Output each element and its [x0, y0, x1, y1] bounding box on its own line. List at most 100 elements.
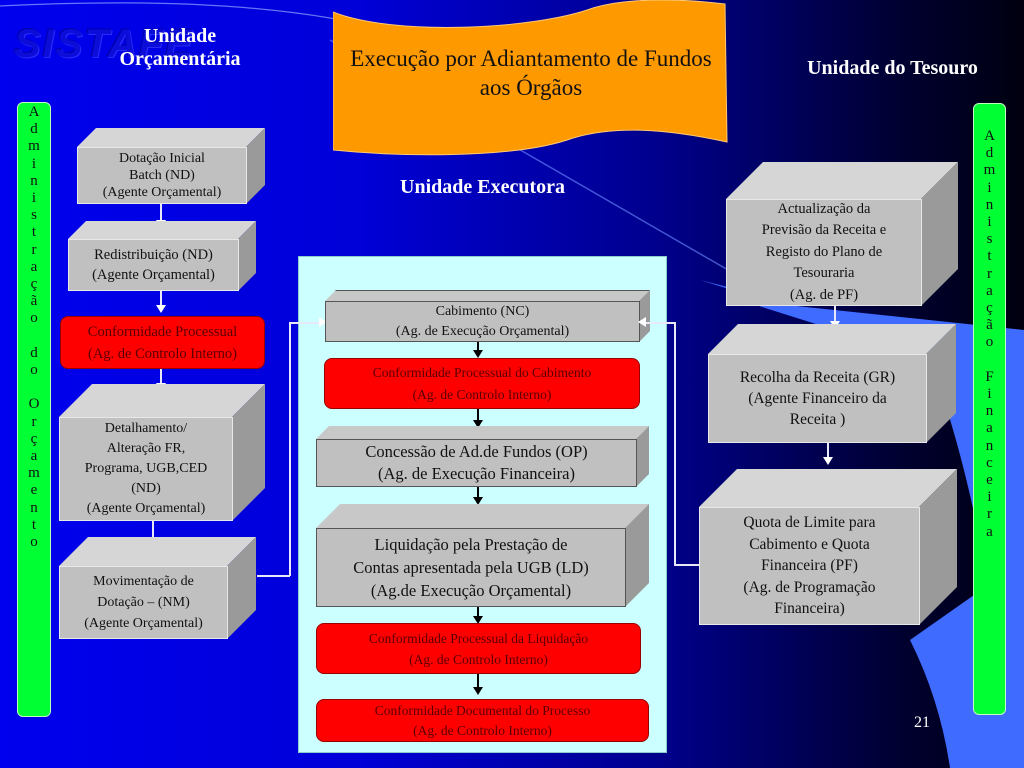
box-text-line: Previsão da Receita e: [761, 222, 887, 239]
box-text-line: (Agente Orçamental): [84, 616, 203, 631]
box-text-line: Batch (ND): [129, 168, 195, 183]
connector-left-to-cabimento: [257, 575, 290, 577]
side-bar-letter: i: [987, 214, 992, 231]
box-text: Concessão de Ad.de Fundos (OP)(Ag. de Ex…: [365, 441, 587, 485]
box-text-line: Receita ): [789, 411, 846, 428]
box-text-line: Quota de Limite para: [743, 514, 876, 532]
side-bar-letter: i: [31, 190, 37, 207]
title-banner-shape: [333, 0, 728, 156]
box-text: Conformidade Processual do Cabimento (Ag.…: [373, 362, 592, 406]
side-bar-letter: o: [30, 534, 38, 551]
box-text-line: (Agente Financeiro da: [748, 390, 887, 407]
side-bar-letter: [974, 352, 1005, 369]
side-bar-letter: n: [985, 437, 994, 454]
side-bar-letter: t: [31, 516, 37, 533]
side-bar-letter: n: [30, 499, 38, 516]
box-text-line: Registo do Plano de: [765, 243, 883, 260]
side-bar-letter: i: [987, 386, 992, 403]
side-bar-letter: n: [985, 403, 994, 420]
side-bar-letter: o: [30, 310, 38, 327]
side-bar-letter: r: [31, 241, 37, 258]
box-text-line: Contas apresentada pela UGB (LD): [353, 558, 589, 577]
box-text-line: Programa, UGB,CED: [84, 461, 208, 476]
side-bar-letter: t: [31, 224, 37, 241]
box-text-line: (Ag. de PF): [789, 286, 859, 303]
box-text-line: Conformidade Processual da Liquidação: [368, 630, 589, 646]
side-bar-letter: r: [31, 413, 37, 430]
box-text-line: (Ag. de Controlo Interno): [88, 345, 237, 362]
side-bar-letter: s: [31, 207, 37, 224]
side-bar-letter: m: [983, 162, 996, 179]
box-text-line: (Agente Orçamental): [92, 267, 215, 283]
heading-unidade-orcamentaria: Unidade Orçamentária: [119, 25, 241, 70]
box-text-line: (Ag. de Execução Orçamental): [395, 323, 570, 339]
box-text-line: (Agente Orçamental): [86, 501, 206, 516]
box-text: Conformidade Documental do Processo(Ag. …: [375, 701, 591, 741]
side-bar-letter: e: [986, 472, 993, 489]
box-text-line: Alteração FR,: [106, 441, 186, 456]
box-text: Liquidação pela Prestação de Contas apres…: [353, 533, 589, 602]
side-bar-letter: c: [986, 454, 993, 471]
box-text: Recolha da Receita (GR) (Agente Financeir…: [740, 367, 895, 430]
side-bar-letter: O: [28, 396, 40, 413]
box-text: Detalhamento/Alteração FR, Programa, UGB,…: [85, 419, 208, 519]
sistafe-watermark: SISTAFE: [14, 22, 194, 66]
box-text: Conformidade Processual da Liquidação (Ag…: [369, 628, 588, 670]
box-conformidade-liquidacao: Conformidade Processual da Liquidação (Ag…: [316, 623, 641, 674]
box-text-line: Dotação Inicial: [119, 151, 205, 166]
box-text: Cabimento (NC) (Ag. de Execução Orçamenta…: [396, 302, 569, 342]
box-conformidade-processual-left: Conformidade Processual (Ag. de Controlo …: [60, 316, 265, 369]
page-number: 21: [914, 714, 930, 731]
side-bar-letter: t: [987, 248, 992, 265]
side-bar-letter: o: [985, 334, 994, 351]
box-text-line: Dotação – (NM): [97, 595, 190, 610]
box-conformidade-documental: Conformidade Documental do Processo(Ag. …: [316, 699, 649, 742]
side-bar-letter: r: [987, 506, 992, 523]
box-text-line: (Ag. de Controlo Interno): [412, 386, 552, 402]
side-bar-letter: ç: [30, 430, 38, 447]
box-text-line: (Ag.de Execução Orçamental): [370, 581, 572, 600]
box-text-line: (Agente Orçamental): [102, 185, 222, 200]
box-text-line: (Ag. de Controlo Interno): [409, 651, 548, 667]
box-text-line: Movimentação de: [93, 574, 194, 589]
box-text-line: Tesouraria: [793, 265, 855, 282]
side-bar-letter: ã: [30, 293, 38, 310]
box-text: Redistribuição (ND) (Agente Orçamental): [92, 245, 215, 285]
box-text-line: Financeira): [774, 600, 845, 618]
box-text-line: Recolha da Receita (GR): [739, 369, 896, 386]
box-text-line: Concessão de Ad.de Fundos (OP): [365, 442, 588, 461]
box-text-line: Cabimento (NC): [435, 303, 530, 319]
side-bar-letter: a: [986, 420, 993, 437]
side-bar-letter: [18, 379, 50, 396]
side-bar-letter: d: [30, 344, 38, 361]
box-text-line: Liquidação pela Prestação de: [374, 535, 568, 554]
side-bar-letter: d: [30, 121, 38, 138]
side-bar-letter: o: [30, 362, 38, 379]
box-text: Actualização da Previsão da Receita e Regi…: [762, 199, 886, 307]
side-bar-letter: a: [30, 258, 38, 275]
box-text-line: Detalhamento/: [104, 421, 188, 436]
box-conformidade-cabimento: Conformidade Processual do Cabimento (Ag.…: [324, 358, 640, 409]
side-bar-letter: n: [985, 196, 994, 213]
box-text-line: Conformidade Processual do Cabimento: [372, 364, 592, 380]
box-text-line: Conformidade Processual: [87, 323, 238, 340]
box-text-line: (Ag. de Programação: [743, 578, 876, 596]
box-text-line: Redistribuição (ND): [94, 247, 213, 263]
box-text-line: Actualização da: [777, 200, 871, 217]
box-text-line: Cabimento e Quota: [749, 535, 870, 553]
box-text-line: Conformidade Documental do Processo: [374, 702, 591, 718]
side-bar-letter: i: [987, 489, 992, 506]
side-bar-letter: a: [986, 523, 993, 540]
side-bar-letter: ç: [986, 300, 993, 317]
side-bar-letter: d: [985, 145, 994, 162]
heading-unidade-tesouro: Unidade do Tesouro: [807, 57, 978, 79]
side-bar-letter: i: [31, 155, 37, 172]
side-bar-letter: a: [986, 282, 993, 299]
side-bar-letter: ã: [986, 317, 993, 334]
heading-unidade-executora: Unidade Executora: [400, 176, 565, 198]
side-bar-letter: [18, 328, 50, 345]
